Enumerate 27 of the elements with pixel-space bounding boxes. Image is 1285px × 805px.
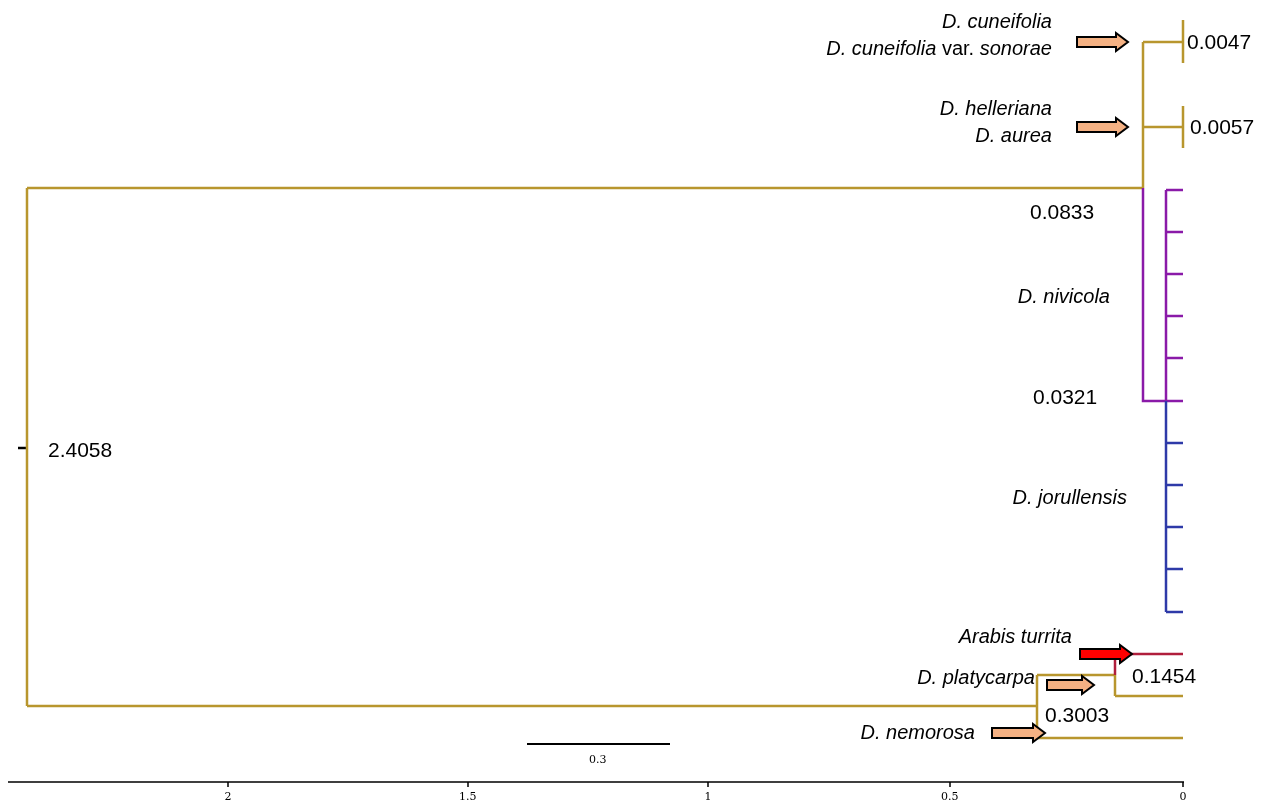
branch-length: 0.0321 <box>1033 385 1098 409</box>
branch-length: 2.4058 <box>48 438 113 462</box>
branch-length: 0.0057 <box>1190 115 1255 139</box>
branch-length: 0.1454 <box>1132 664 1197 688</box>
branch-length: 0.0047 <box>1187 30 1252 54</box>
taxon-name: D. aurea <box>974 123 1052 148</box>
taxon-name: D. platycarpa <box>917 665 1035 690</box>
branch-length: 0.3003 <box>1045 703 1110 727</box>
axis-tick-label: 1.5 <box>459 791 477 803</box>
arrow <box>1076 116 1130 138</box>
arrow <box>1076 31 1130 53</box>
taxon-name: D. cuneifolia var. sonorae <box>826 36 1052 61</box>
branch-length: 0.0833 <box>1030 200 1095 224</box>
taxon-name: D. nemorosa <box>860 720 975 745</box>
axis-tick-label: 0.5 <box>941 791 959 803</box>
scale-bar-label: 0.3 <box>589 754 607 766</box>
taxon-name: D. helleriana <box>939 96 1052 121</box>
taxon-name: Arabis turrita <box>958 624 1072 649</box>
taxon-name: D. jorullensis <box>1012 485 1127 510</box>
taxon-name: D. cuneifolia <box>940 9 1052 34</box>
axis-tick-label: 1 <box>704 791 712 803</box>
arrow <box>1079 643 1134 665</box>
taxon-name: D. nivicola <box>1017 284 1110 309</box>
axis-tick-label: 0 <box>1179 791 1187 803</box>
arrow <box>1046 674 1096 696</box>
arrow <box>991 722 1047 744</box>
axis-tick-label: 2 <box>224 791 232 803</box>
